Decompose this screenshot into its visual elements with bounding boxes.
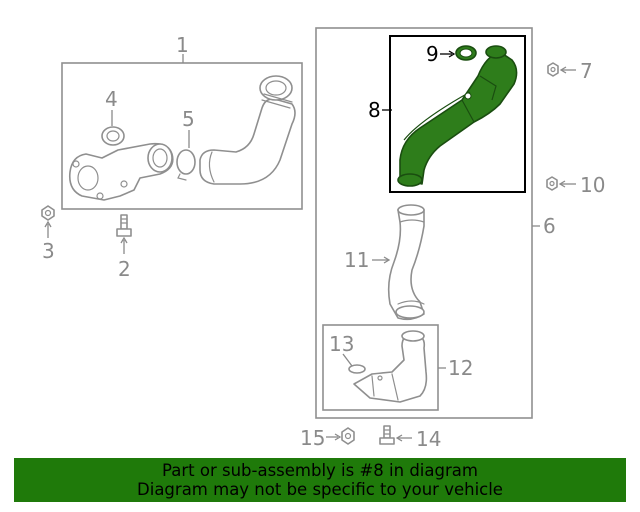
part-13-oring[interactable] bbox=[348, 364, 366, 374]
callout-7[interactable]: 7 bbox=[580, 59, 593, 83]
callout-5[interactable]: 5 bbox=[182, 107, 195, 131]
part-8-pipe[interactable] bbox=[397, 45, 518, 187]
part-15-nut[interactable] bbox=[341, 427, 355, 445]
part-11-hose[interactable] bbox=[387, 204, 425, 321]
banner-line-2: Diagram may not be specific to your vehi… bbox=[137, 480, 503, 499]
info-banner: Part or sub-assembly is #8 in diagram Di… bbox=[14, 458, 626, 502]
highlight-box-8 bbox=[389, 35, 526, 193]
callout-4[interactable]: 4 bbox=[105, 87, 118, 111]
part-2-bolt[interactable] bbox=[116, 214, 132, 237]
part-3-nut[interactable] bbox=[41, 205, 55, 221]
part-14-bolt[interactable] bbox=[379, 425, 395, 445]
part-4-oring[interactable] bbox=[101, 126, 125, 146]
callout-15[interactable]: 15 bbox=[300, 426, 325, 450]
part-9-seal[interactable] bbox=[455, 45, 477, 61]
banner-line-1: Part or sub-assembly is #8 in diagram bbox=[162, 461, 478, 480]
part-5-clamp[interactable] bbox=[176, 149, 196, 181]
part-12-fitting[interactable] bbox=[353, 330, 428, 403]
part-7-nut[interactable] bbox=[547, 62, 559, 77]
callout-2[interactable]: 2 bbox=[118, 257, 131, 281]
part-1-elbow-flange[interactable] bbox=[68, 142, 174, 201]
callout-11[interactable]: 11 bbox=[344, 248, 369, 272]
callout-6[interactable]: 6 bbox=[543, 214, 556, 238]
callout-13[interactable]: 13 bbox=[329, 332, 354, 356]
callout-3[interactable]: 3 bbox=[42, 239, 55, 263]
callout-12[interactable]: 12 bbox=[448, 356, 473, 380]
callout-9[interactable]: 9 bbox=[426, 42, 439, 66]
callout-14[interactable]: 14 bbox=[416, 427, 441, 451]
callout-10[interactable]: 10 bbox=[580, 173, 605, 197]
group-6-frame bbox=[315, 27, 533, 419]
part-1-hose[interactable] bbox=[199, 75, 296, 185]
callout-8[interactable]: 8 bbox=[368, 98, 381, 122]
callout-1[interactable]: 1 bbox=[176, 33, 189, 57]
part-10-nut[interactable] bbox=[546, 176, 558, 191]
group-1-frame bbox=[61, 62, 303, 210]
